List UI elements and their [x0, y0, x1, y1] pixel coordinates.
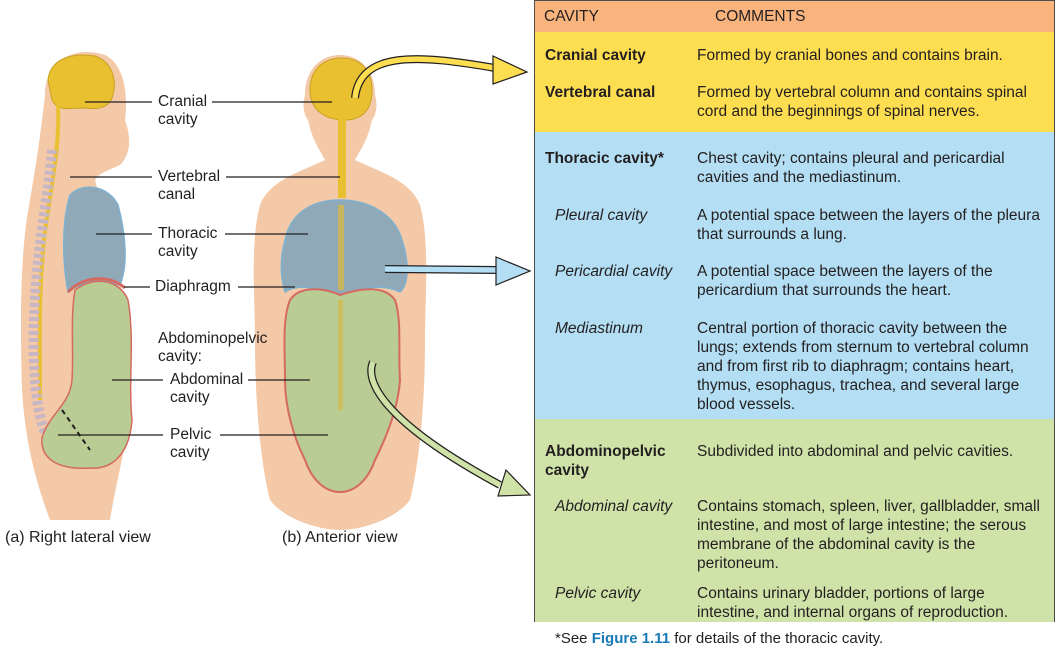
label-line: cavity — [158, 111, 198, 128]
row-cavity: Vertebral canal — [545, 84, 656, 101]
row-comment: Chest cavity; contains pleural and peric… — [697, 150, 1005, 186]
caption-lateral-view: (a) Right lateral view — [5, 529, 151, 546]
header-comments: COMMENTS — [715, 8, 806, 25]
label-line: cavity — [158, 243, 198, 260]
arrow-to-blue-section — [384, 256, 532, 286]
label-line: Cranial — [158, 93, 208, 110]
label-cranial-cavity: Cranial cavity — [158, 93, 207, 129]
label-line: canal — [158, 186, 196, 203]
caption-anterior-view: (b) Anterior view — [282, 529, 398, 546]
cavity-table: CAVITY COMMENTS Cranial cavity Formed by… — [534, 0, 1055, 622]
label-diaphragm: Diaphragm — [155, 278, 231, 295]
row-cavity: Pelvic cavity — [555, 585, 641, 602]
body-cavities-illustration — [20, 51, 532, 530]
row-comment: A potential space between the layers of … — [697, 207, 1040, 243]
lateral-cranial-cavity — [47, 54, 115, 110]
anterior-linea — [338, 300, 343, 410]
label-line: Abdominopelvic — [158, 330, 268, 347]
label-line: cavity — [170, 389, 210, 406]
lateral-vertebral-column — [28, 149, 57, 443]
row-comment: Formed by vertebral column and contains … — [697, 84, 1027, 120]
row-cavity: Mediastinum — [555, 320, 643, 337]
table-header: CAVITY COMMENTS — [535, 1, 1054, 33]
row-cavity: Abdominopelvic cavity — [545, 443, 666, 479]
arrow-to-green-section — [367, 360, 532, 497]
anterior-thoracic-cavity — [280, 199, 408, 296]
label-line: Thoracic — [158, 225, 218, 242]
label-abdominopelvic-cavity: Abdominopelvic cavity: — [158, 330, 267, 366]
footnote-prefix: *See — [555, 630, 592, 647]
lateral-view-figure — [20, 51, 133, 521]
lateral-pelvic-divider — [61, 409, 91, 451]
label-pelvic-cavity: Pelvic cavity — [170, 426, 211, 462]
row-comment: Formed by cranial bones and contains bra… — [697, 47, 1003, 64]
row-comment: Central portion of thoracic cavity betwe… — [697, 320, 1029, 413]
label-line: cavity — [170, 444, 210, 461]
label-line: Pelvic — [170, 426, 212, 443]
label-vertebral-canal: Vertebral canal — [158, 168, 220, 204]
row-cavity: Pericardial cavity — [555, 263, 673, 280]
anterior-mediastinum — [338, 205, 344, 290]
row-comment: A potential space between the layers of … — [697, 263, 993, 299]
row-cavity: Abdominal cavity — [555, 498, 673, 515]
row-cavity: Pleural cavity — [555, 207, 648, 224]
leader-lines — [58, 101, 340, 436]
table-footnote: *See Figure 1.11 for details of the thor… — [555, 630, 883, 647]
section-dorsal — [535, 32, 1054, 132]
lateral-thoracic-cavity — [63, 186, 126, 294]
row-cavity: Thoracic cavity* — [545, 150, 664, 167]
arrow-to-yellow-section — [351, 55, 529, 99]
anterior-spinal-canal — [338, 118, 346, 198]
anterior-cranial-cavity — [309, 57, 373, 121]
row-cavity: Cranial cavity — [545, 47, 646, 64]
label-line: Abdominal — [170, 371, 244, 388]
lateral-abdominopelvic-cavity — [41, 280, 133, 469]
lateral-diaphragm — [66, 277, 126, 294]
label-line: Vertebral — [158, 168, 221, 185]
header-cavity: CAVITY — [544, 8, 599, 25]
row-comment: Subdivided into abdominal and pelvic cav… — [697, 443, 1014, 460]
lateral-spinal-canal — [37, 104, 61, 401]
footnote-suffix: for details of the thoracic cavity. — [670, 630, 884, 647]
label-abdominal-cavity: Abdominal cavity — [170, 371, 243, 407]
label-line: cavity: — [158, 348, 202, 365]
figure-reference-link[interactable]: Figure 1.11 — [591, 630, 671, 647]
row-comment: Contains urinary bladder, portions of la… — [697, 585, 1009, 621]
section-abdominopelvic — [535, 419, 1054, 622]
anterior-view-figure — [253, 55, 427, 530]
section-thoracic — [535, 132, 1054, 419]
label-thoracic-cavity: Thoracic cavity — [158, 225, 217, 261]
row-comment: Contains stomach, spleen, liver, gallbla… — [697, 498, 1040, 572]
